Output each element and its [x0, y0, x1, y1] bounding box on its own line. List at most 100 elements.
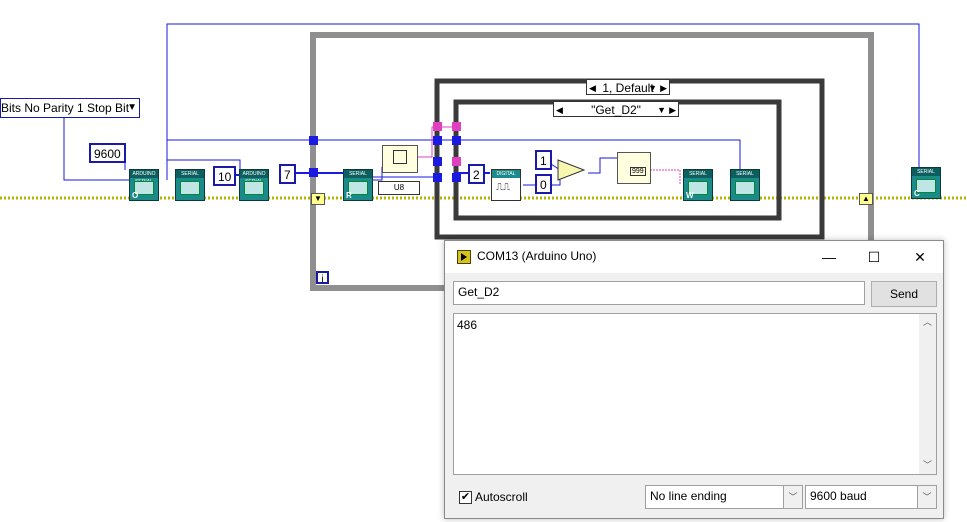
close-icon: ✕	[914, 249, 926, 265]
serial-write-vi[interactable]: SERIAL W	[683, 169, 713, 201]
serial-port-icon	[688, 181, 708, 195]
decrement-icon[interactable]: ◀	[556, 105, 563, 115]
handshake-icon	[134, 181, 154, 195]
output-scrollbar[interactable]: ︿ ﹀	[919, 314, 936, 474]
timeout-constant-value: 10	[218, 170, 232, 184]
vi-label: SERIAL	[684, 170, 712, 178]
case-tunnel-string	[452, 157, 461, 166]
vi-label: ARDUINO SERIAL	[130, 170, 158, 185]
timeout-constant[interactable]: 10	[213, 166, 237, 186]
serial-flush-vi[interactable]: SERIAL	[175, 169, 205, 201]
serial-config-value: Bits No Parity 1 Stop Bit	[1, 101, 130, 115]
outer-case-selector[interactable]: ◀ 1, Default ▼ ▶	[586, 79, 670, 95]
serial-input-value: Get_D2	[458, 285, 500, 299]
case-tunnel	[433, 157, 442, 166]
chevron-down-icon: ﹀	[917, 486, 936, 508]
arduino-wait-vi[interactable]: ARDUINO SERIAL	[239, 169, 269, 201]
number-to-string-node[interactable]: 999	[617, 152, 651, 184]
baud-rate-select[interactable]: 9600 baud ﹀	[805, 485, 937, 509]
pin-constant[interactable]: 2	[468, 164, 485, 184]
loop-iteration-terminal: i	[316, 271, 329, 285]
vi-letter: R	[346, 191, 352, 200]
send-button-label: Send	[889, 287, 919, 301]
chevron-down-icon[interactable]: ▼	[648, 83, 657, 93]
checkmark-icon: ✔	[460, 491, 471, 503]
serial-port-icon	[735, 181, 755, 195]
maximize-icon: ☐	[867, 249, 881, 265]
baud-constant[interactable]: 9600	[89, 143, 126, 163]
handshake-icon	[916, 179, 936, 193]
serial-config-ring[interactable]: Bits No Parity 1 Stop Bit ▼	[0, 98, 140, 118]
window-title: COM13 (Arduino Uno)	[477, 249, 597, 263]
arduino-app-icon	[457, 250, 471, 264]
minimize-icon: —	[822, 249, 836, 265]
table-icon	[393, 150, 407, 164]
match-pattern-node[interactable]	[382, 145, 418, 173]
loop-iteration-label: i	[321, 274, 324, 285]
title-bar[interactable]: COM13 (Arduino Uno) — ☐ ✕	[445, 241, 943, 273]
vi-label: SERIAL	[176, 170, 204, 178]
one-constant[interactable]: 1	[535, 150, 552, 170]
footer-bar: ✔ Autoscroll No line ending ﹀ 9600 baud …	[453, 485, 937, 511]
inner-case-selector[interactable]: ◀ "Get_D2" ▼ ▶	[553, 101, 679, 117]
zero-constant-value: 0	[540, 178, 547, 192]
chevron-down-icon: ﹀	[783, 486, 802, 508]
serial-flush-vi-2[interactable]: SERIAL	[730, 169, 760, 201]
select-function[interactable]	[556, 158, 586, 182]
increment-icon[interactable]: ▶	[660, 83, 667, 93]
pulse-icon: ⎍⎍	[496, 182, 510, 193]
serial-output-text: 486	[457, 318, 478, 332]
baud-rate-value: 9600 baud	[810, 489, 867, 503]
pin-constant-value: 2	[473, 168, 480, 182]
maximize-button[interactable]: ☐	[851, 241, 897, 273]
decrement-icon[interactable]: ◀	[589, 83, 596, 93]
serial-read-vi[interactable]: SERIAL R	[343, 169, 373, 201]
case-tunnel	[433, 136, 442, 145]
vi-letter: O	[132, 191, 139, 200]
bytes-constant-value: 7	[284, 168, 291, 182]
inner-case-label: "Get_D2"	[591, 103, 641, 117]
vi-letter: W	[686, 191, 694, 200]
serial-input-field[interactable]: Get_D2	[453, 281, 865, 305]
bytes-constant[interactable]: 7	[279, 164, 296, 184]
zero-constant[interactable]: 0	[535, 174, 552, 194]
minimize-button[interactable]: —	[806, 241, 852, 273]
loop-tunnel	[309, 136, 318, 145]
send-button[interactable]: Send	[871, 281, 937, 307]
baud-constant-value: 9600	[94, 147, 121, 161]
autoscroll-checkbox[interactable]: ✔	[459, 491, 472, 504]
digital-read-vi[interactable]: DIGITAL ⎍⎍	[491, 169, 521, 201]
vi-label: SERIAL	[731, 170, 759, 178]
line-ending-select[interactable]: No line ending ﹀	[645, 485, 803, 509]
serial-port-icon	[348, 181, 368, 195]
byte-count-node[interactable]: U8	[378, 181, 420, 195]
case-tunnel	[452, 173, 461, 182]
loop-tunnel	[309, 168, 318, 177]
vi-label: ARDUINO SERIAL	[240, 170, 268, 185]
autoscroll-label: Autoscroll	[475, 490, 528, 504]
select-icon	[557, 159, 586, 181]
serial-close-vi[interactable]: SERIAL C	[911, 167, 941, 199]
close-button[interactable]: ✕	[897, 241, 943, 273]
chevron-down-icon: ▼	[127, 102, 137, 113]
serial-output-area[interactable]: 486 ︿ ﹀	[453, 313, 937, 475]
case-tunnel-string	[452, 122, 461, 131]
vi-letter: C	[914, 189, 920, 198]
serial-port-icon	[180, 181, 200, 195]
numeric-icon: 999	[630, 167, 646, 176]
line-ending-value: No line ending	[650, 489, 727, 503]
clock-icon	[244, 181, 264, 195]
increment-icon[interactable]: ▶	[669, 105, 676, 115]
one-constant-value: 1	[540, 154, 547, 168]
vi-label: DIGITAL	[492, 170, 520, 178]
outer-case-label: 1, Default	[602, 81, 654, 95]
serial-monitor-window: COM13 (Arduino Uno) — ☐ ✕ Get_D2 Send 48…	[444, 240, 944, 519]
shift-register-left: ▼	[311, 193, 325, 205]
case-tunnel	[452, 136, 461, 145]
vi-label: SERIAL	[344, 170, 372, 178]
scroll-up-icon[interactable]: ︿	[922, 317, 932, 327]
chevron-down-icon[interactable]: ▼	[657, 105, 666, 115]
scroll-down-icon[interactable]: ﹀	[922, 460, 932, 470]
shift-register-right: ▲	[859, 193, 873, 205]
arduino-serial-init-vi[interactable]: ARDUINO SERIAL O	[129, 169, 159, 201]
